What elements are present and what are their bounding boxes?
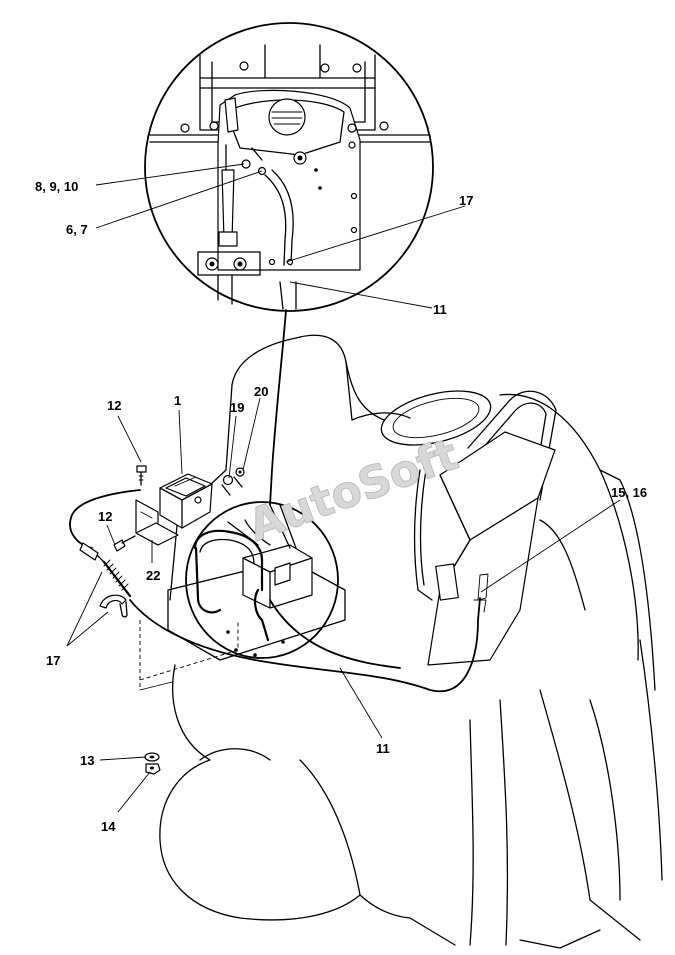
callout-11-top: 11	[433, 302, 447, 317]
callout-19: 19	[230, 400, 244, 415]
callout-13: 13	[80, 753, 94, 768]
callout-17-top: 17	[459, 193, 473, 208]
watermark-text: AutoSoft	[242, 429, 465, 552]
callout-17-left: 17	[46, 653, 60, 668]
callout-20: 20	[254, 384, 268, 399]
detail-magnified-view	[144, 22, 434, 312]
callout-12-lower: 12	[98, 509, 112, 524]
callout-labels: 8, 9, 10 6, 7 17 11 12 1 19 20 15, 16 12…	[35, 179, 647, 834]
callout-6-7: 6, 7	[66, 222, 88, 237]
callout-22: 22	[146, 568, 160, 583]
callout-8-9-10: 8, 9, 10	[35, 179, 78, 194]
callout-1: 1	[174, 393, 181, 408]
steering-column	[380, 390, 557, 666]
callout-12-upper: 12	[107, 398, 121, 413]
callout-11-bottom: 11	[376, 741, 390, 756]
machine-body	[139, 334, 663, 949]
cable-harness	[69, 309, 481, 693]
callout-14: 14	[101, 819, 116, 834]
leader-lines	[66, 163, 621, 813]
hardware-nut-washer	[144, 752, 161, 775]
callout-15-16: 15, 16	[611, 485, 647, 500]
switch-box-assembly	[113, 465, 245, 552]
detail-middle-circle	[185, 501, 339, 659]
